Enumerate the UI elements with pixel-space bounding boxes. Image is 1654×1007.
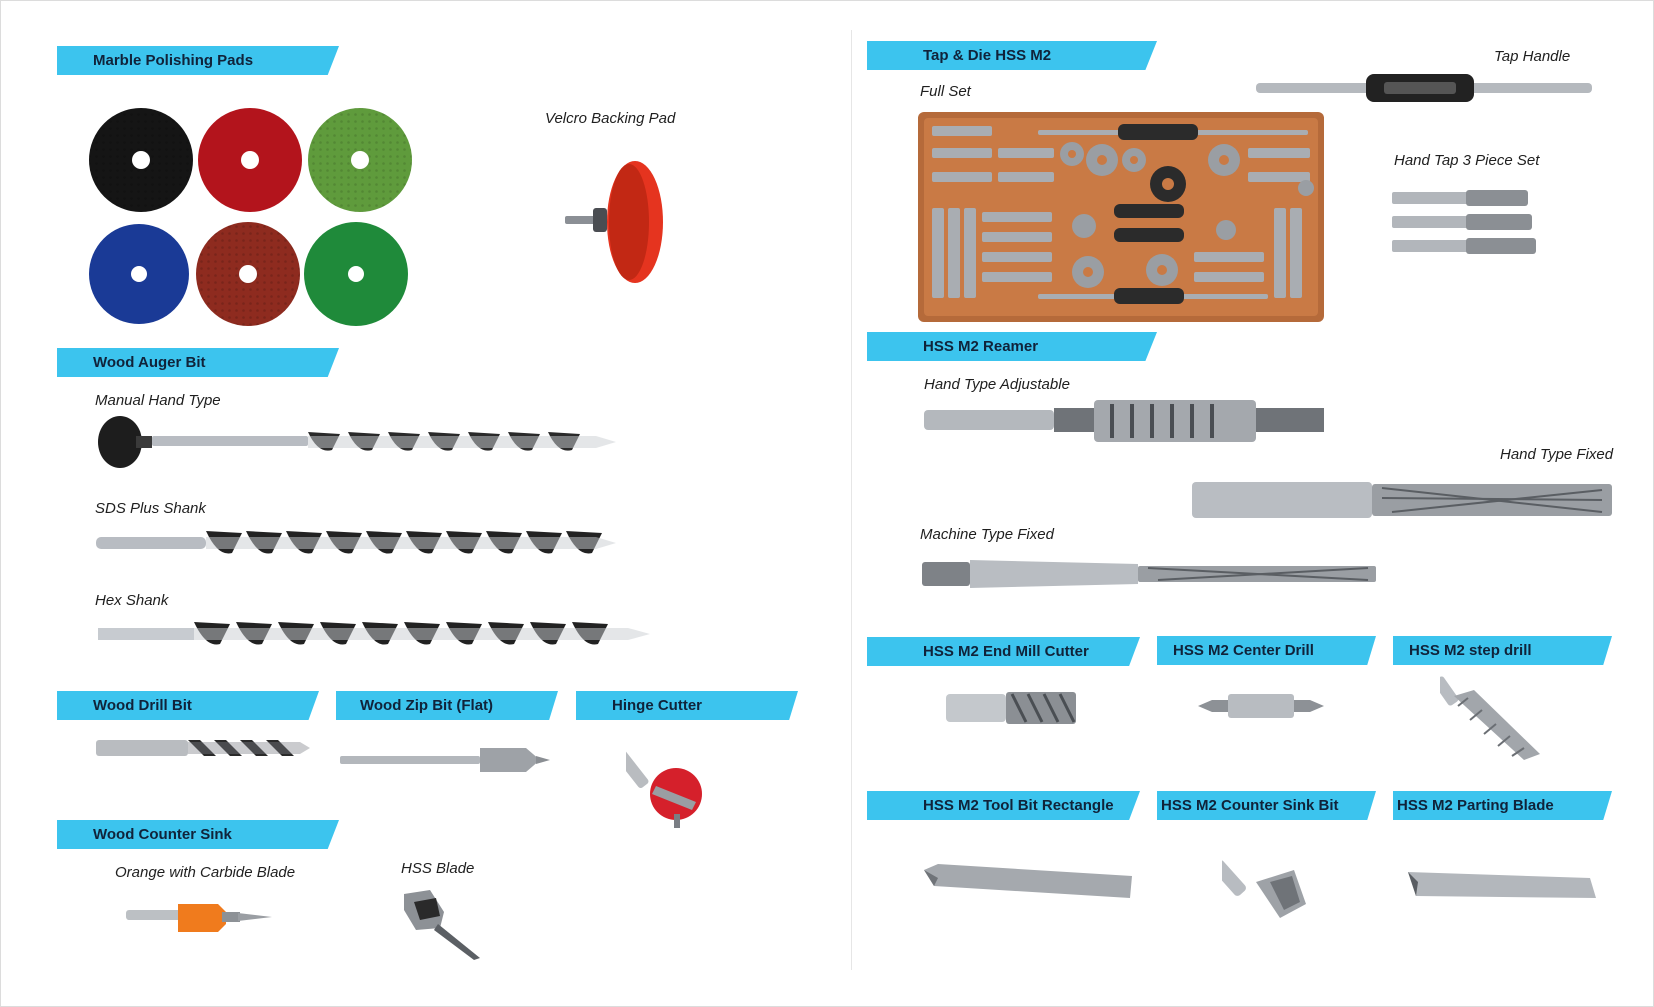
banner-center-drill: HSS M2 Center Drill [1157, 636, 1376, 665]
center-drill-image [1198, 692, 1324, 720]
wood-zip-bit-image [340, 742, 550, 778]
caption-hand-type-fixed: Hand Type Fixed [1500, 446, 1614, 463]
auger-bit-hex-image [98, 614, 658, 654]
banner-label: Wood Zip Bit (Flat) [360, 697, 494, 714]
banner-label: Wood Drill Bit [93, 697, 192, 714]
caption-hss-blade: HSS Blade [401, 860, 475, 877]
banner-label: Hinge Cutter [612, 697, 702, 714]
caption-sds-plus-shank: SDS Plus Shank [95, 500, 206, 517]
caption-velcro-backing-pad: Velcro Backing Pad [545, 110, 676, 127]
column-divider [851, 30, 852, 970]
banner-label: HSS M2 Reamer [923, 338, 1039, 355]
reamer-machine-fixed-image [922, 556, 1376, 592]
reamer-adjustable-image [924, 398, 1324, 444]
marble-polishing-pads-image [86, 104, 418, 330]
wood-drill-bit-image [96, 734, 310, 762]
hinge-cutter-image [626, 738, 710, 830]
counter-sink-hss-image [400, 888, 484, 962]
banner-wood-zip-bit: Wood Zip Bit (Flat) [336, 691, 558, 720]
caption-hex-shank: Hex Shank [95, 592, 169, 609]
banner-tap-die: Tap & Die HSS M2 [867, 41, 1157, 70]
banner-wood-drill-bit: Wood Drill Bit [57, 691, 319, 720]
banner-end-mill: HSS M2 End Mill Cutter [867, 637, 1140, 666]
hand-tap-set-image [1390, 190, 1538, 258]
banner-tool-bit: HSS M2 Tool Bit Rectangle [867, 791, 1140, 820]
parting-blade-image [1408, 872, 1596, 900]
banner-marble-polishing-pads: Marble Polishing Pads [57, 46, 339, 75]
banner-hinge-cutter: Hinge Cutter [576, 691, 798, 720]
banner-step-drill: HSS M2 step drill [1393, 636, 1612, 665]
banner-label: HSS M2 step drill [1409, 642, 1532, 659]
caption-full-set: Full Set [920, 83, 971, 100]
banner-label: HSS M2 Parting Blade [1397, 797, 1554, 814]
caption-tap-handle: Tap Handle [1494, 48, 1571, 65]
banner-label: Marble Polishing Pads [93, 52, 254, 69]
counter-sink-bit-image [1222, 852, 1308, 920]
banner-label: Wood Counter Sink [93, 826, 232, 843]
banner-wood-auger-bit: Wood Auger Bit [57, 348, 339, 377]
step-drill-image [1440, 676, 1546, 762]
banner-wood-counter-sink: Wood Counter Sink [57, 820, 339, 849]
auger-bit-manual-image [96, 410, 616, 474]
tool-bit-rectangle-image [924, 864, 1132, 900]
banner-parting-blade: HSS M2 Parting Blade [1393, 791, 1612, 820]
caption-hand-tap-set: Hand Tap 3 Piece Set [1394, 152, 1540, 169]
velcro-backing-pad-image [563, 158, 663, 288]
banner-label: Tap & Die HSS M2 [923, 47, 1052, 64]
end-mill-image [946, 690, 1080, 726]
banner-counter-sink-bit: HSS M2 Counter Sink Bit [1157, 791, 1376, 820]
caption-manual-hand-type: Manual Hand Type [95, 392, 221, 409]
banner-label: HSS M2 Center Drill [1173, 642, 1314, 659]
auger-bit-sds-image [96, 523, 616, 563]
banner-label: Wood Auger Bit [93, 354, 206, 371]
caption-hand-type-adjustable: Hand Type Adjustable [924, 376, 1070, 393]
reamer-hand-fixed-image [1192, 478, 1612, 522]
caption-orange-carbide: Orange with Carbide Blade [115, 864, 296, 881]
banner-reamer: HSS M2 Reamer [867, 332, 1157, 361]
banner-label: HSS M2 End Mill Cutter [923, 643, 1089, 660]
counter-sink-orange-image [126, 898, 274, 938]
banner-label: HSS M2 Counter Sink Bit [1161, 797, 1339, 814]
tap-die-full-set-image [918, 112, 1324, 322]
tap-handle-image [1256, 72, 1592, 104]
caption-machine-type-fixed: Machine Type Fixed [920, 526, 1054, 543]
banner-label: HSS M2 Tool Bit Rectangle [923, 797, 1114, 814]
